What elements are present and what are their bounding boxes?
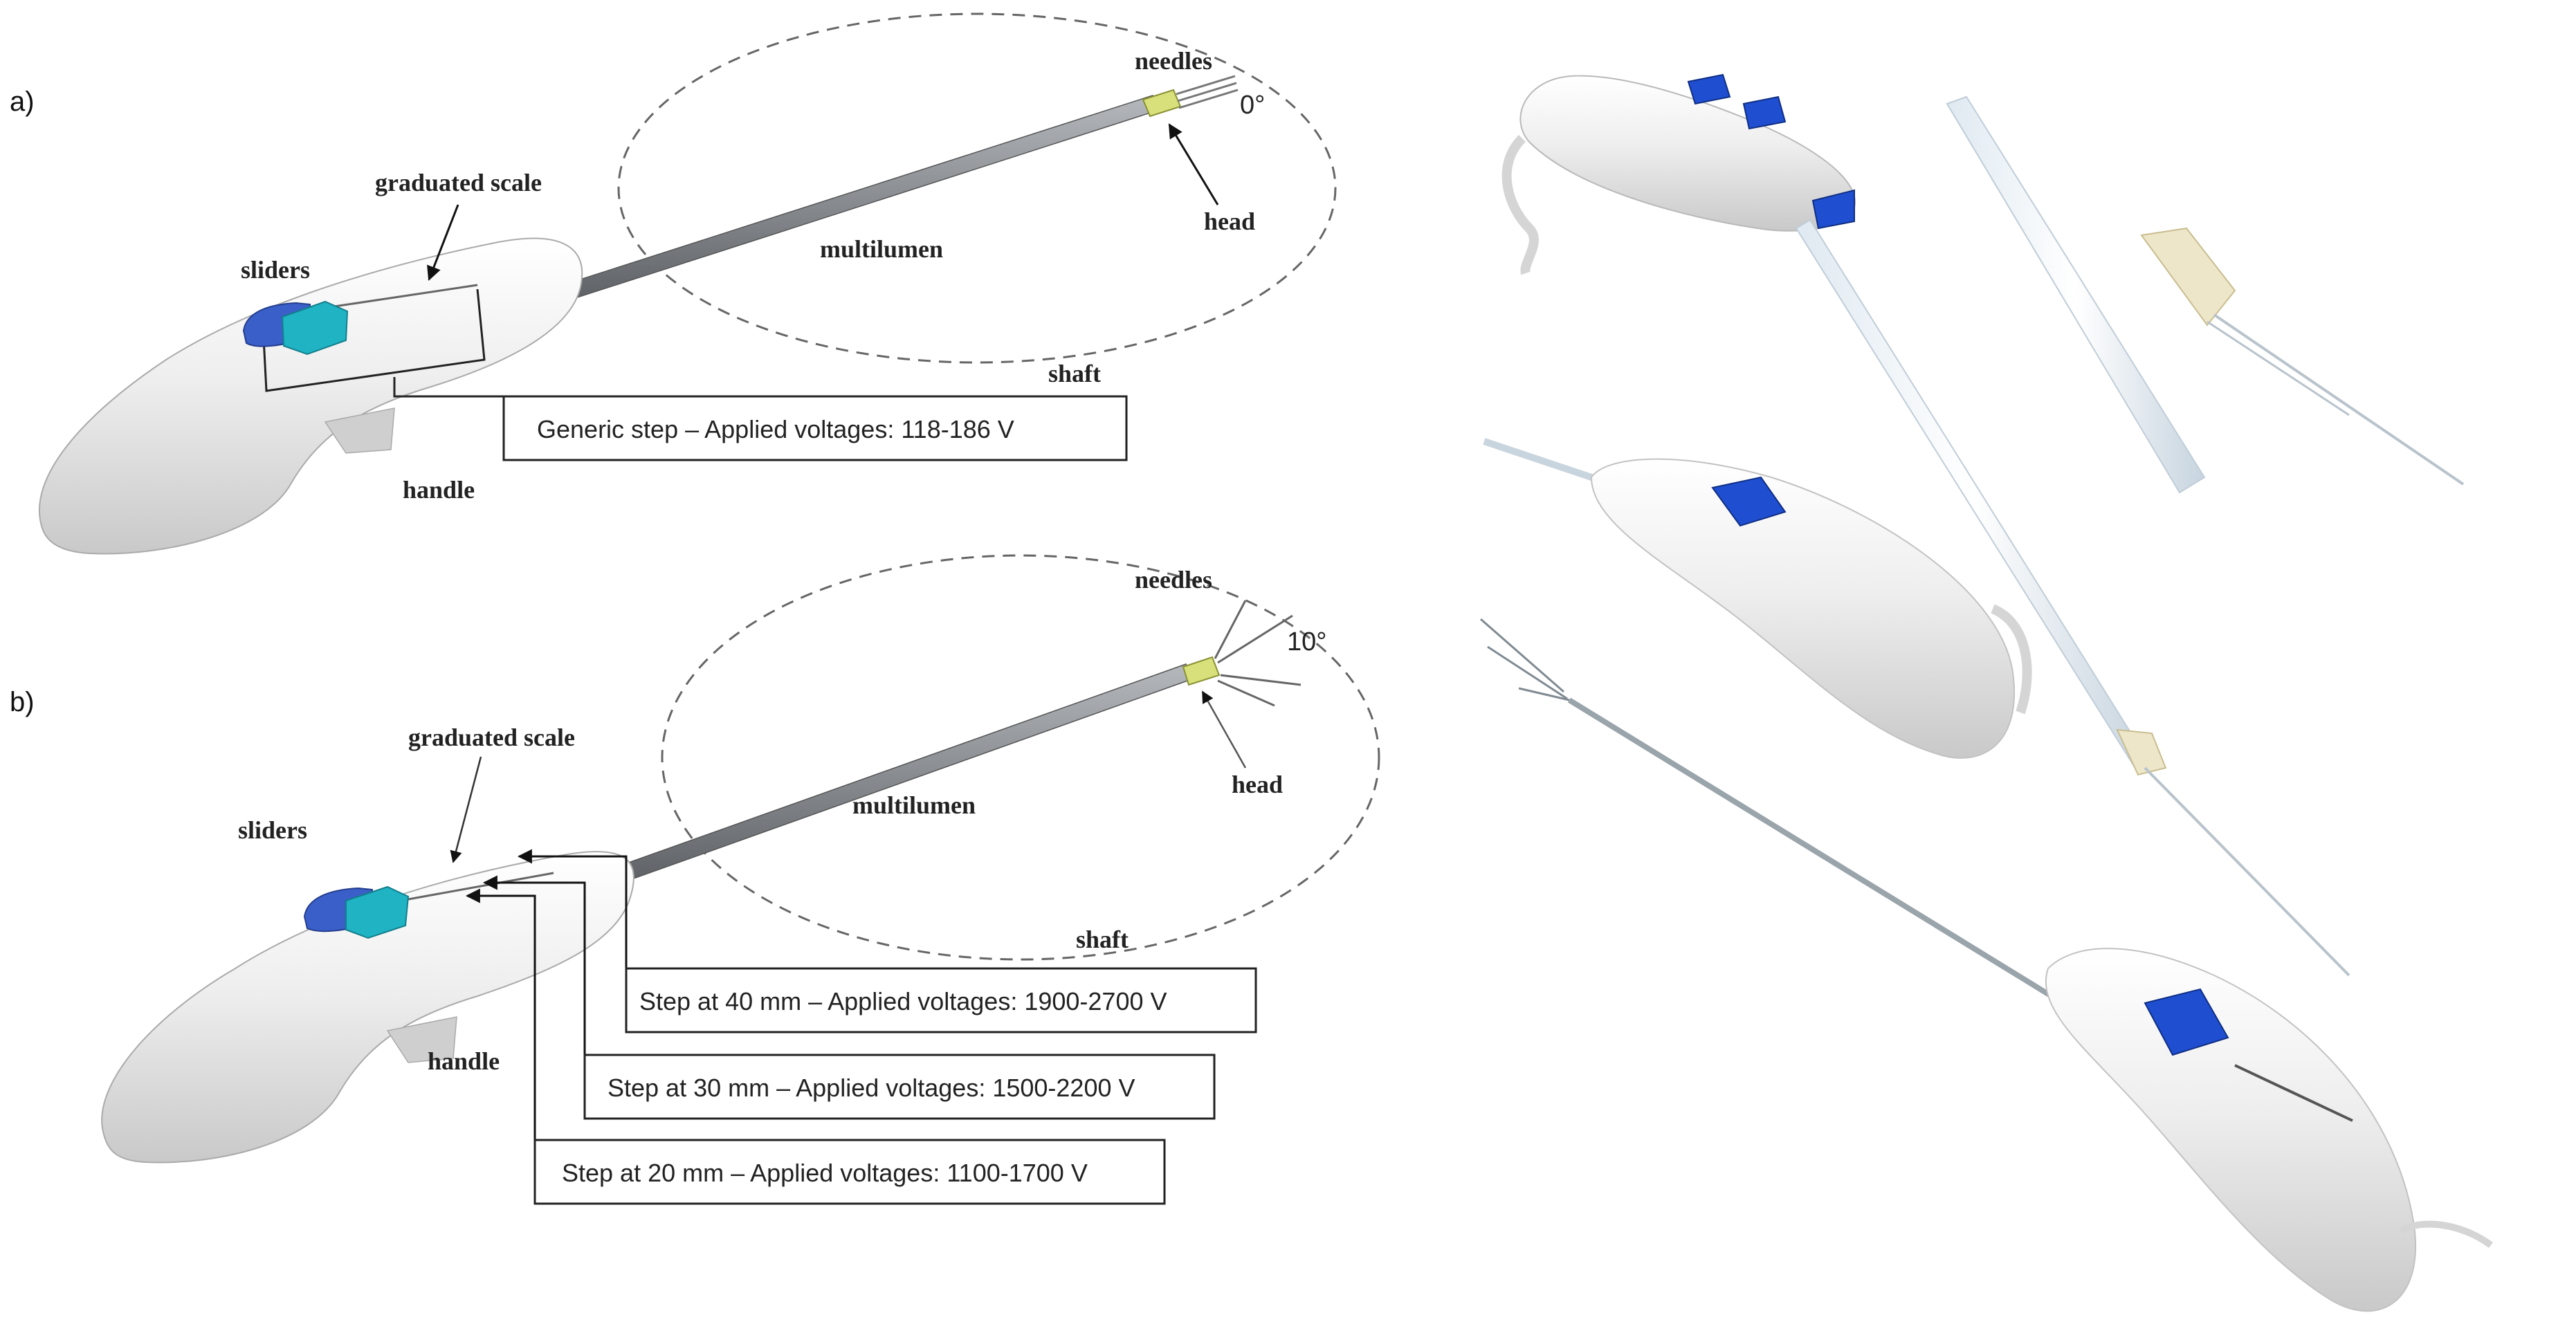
graduated-scale-slot-b bbox=[408, 872, 554, 901]
handle-label-b: handle bbox=[428, 1047, 500, 1075]
photo-slider-3 bbox=[1711, 476, 1787, 527]
slider-teal-a bbox=[281, 300, 349, 356]
step-box-30mm bbox=[583, 1054, 1216, 1120]
handle-label-a: handle bbox=[403, 476, 475, 504]
sliders-label-a: sliders bbox=[241, 256, 310, 284]
needle-b-3 bbox=[1220, 674, 1301, 686]
needle-b-2 bbox=[1217, 614, 1293, 664]
handle-b bbox=[101, 851, 634, 1164]
step-arrow-20mm bbox=[465, 888, 536, 1140]
panel-b-label: b) bbox=[10, 687, 35, 717]
panel-a-label: a) bbox=[10, 86, 35, 117]
step-box-a bbox=[502, 395, 1128, 461]
photo-needle-2a bbox=[2213, 313, 2465, 486]
handle-a bbox=[38, 237, 583, 555]
photo-slider-1a bbox=[1687, 73, 1731, 105]
head-label-b: head bbox=[1232, 771, 1283, 798]
shaft-label-b: shaft bbox=[1076, 926, 1129, 953]
photo-slider-4 bbox=[2144, 988, 2229, 1056]
panel-b: b) Step at 40 mm – Applied voltages: 190… bbox=[10, 554, 1380, 1205]
photo-cable-3 bbox=[1991, 604, 2032, 715]
head-label-a: head bbox=[1204, 208, 1255, 235]
multilumen-label-b: multilumen bbox=[852, 791, 976, 819]
graduated-scale-slot-a bbox=[325, 284, 478, 309]
graduated-scale-label-b: graduated scale bbox=[408, 724, 575, 751]
connector-a bbox=[393, 377, 504, 398]
graduated-scale-bracket-a bbox=[262, 288, 486, 392]
photo-needle-4b bbox=[1487, 645, 1568, 700]
head-arrow-a bbox=[1168, 123, 1219, 205]
photo-tube-2 bbox=[1946, 95, 2206, 494]
needle-b-1 bbox=[1214, 600, 1247, 659]
needle-a-2 bbox=[1177, 82, 1237, 102]
photo-cable-4 bbox=[2399, 1220, 2493, 1249]
photo-needle-4c bbox=[1518, 687, 1570, 701]
head-a bbox=[1142, 89, 1182, 118]
step-arrow-40mm bbox=[517, 849, 628, 968]
step-box-40mm-text: Step at 40 mm – Applied voltages: 1900-2… bbox=[639, 987, 1167, 1015]
sliders-label-b: sliders bbox=[238, 816, 307, 844]
photo-tip-1 bbox=[1811, 189, 1855, 230]
needle-a-1 bbox=[1176, 75, 1236, 95]
step-box-20mm bbox=[533, 1139, 1166, 1205]
step-box-30mm-text: Step at 30 mm – Applied voltages: 1500-2… bbox=[608, 1074, 1135, 1102]
photo-needle-4a bbox=[1480, 618, 1564, 693]
shaft-highlight-ellipse-b bbox=[661, 554, 1380, 961]
photo-shaft-4 bbox=[1567, 697, 2054, 999]
needles-label-b: needles bbox=[1135, 566, 1212, 594]
graduated-scale-label-a: graduated scale bbox=[375, 169, 542, 196]
panel-a: a) needles 0° head multilumen shaft grad… bbox=[10, 12, 1337, 555]
graduated-scale-arrow-b bbox=[450, 756, 482, 863]
photo-top-left bbox=[1501, 73, 2350, 977]
multilumen-label-a: multilumen bbox=[820, 235, 943, 263]
handle-a-grip bbox=[324, 407, 395, 454]
photo-slider-1b bbox=[1742, 95, 1787, 130]
handle-b-grip bbox=[386, 1016, 457, 1063]
head-arrow-b bbox=[1201, 690, 1247, 769]
photo-middle-left bbox=[1483, 438, 2032, 759]
step-box-a-text: Generic step – Applied voltages: 118-186… bbox=[537, 415, 1014, 443]
shaft-a bbox=[567, 95, 1158, 300]
needle-a-3 bbox=[1178, 89, 1239, 109]
photo-needle-1 bbox=[2144, 766, 2350, 977]
photo-head-2 bbox=[2140, 227, 2236, 327]
photo-cable-1 bbox=[1501, 135, 1539, 275]
photo-bottom bbox=[1480, 618, 2493, 1312]
photo-handle-3 bbox=[1590, 458, 2016, 759]
photo-scale-4 bbox=[2234, 1064, 2353, 1122]
shaft-b bbox=[621, 663, 1192, 881]
shaft-highlight-ellipse-a bbox=[617, 12, 1337, 364]
step-arrow-30mm bbox=[482, 875, 586, 1055]
needle-b-4 bbox=[1217, 679, 1275, 707]
slider-teal-b bbox=[345, 885, 410, 939]
photo-handle-4 bbox=[2045, 948, 2417, 1312]
angle-label-b: 10° bbox=[1287, 627, 1326, 656]
step-box-20mm-text: Step at 20 mm – Applied voltages: 1100-1… bbox=[562, 1159, 1088, 1187]
shaft-label-a: shaft bbox=[1048, 360, 1101, 387]
head-b bbox=[1182, 656, 1221, 686]
photo-head-1 bbox=[2116, 728, 2167, 776]
needles-label-a: needles bbox=[1135, 47, 1212, 75]
step-box-40mm bbox=[625, 967, 1257, 1033]
photo-handle-1 bbox=[1519, 75, 1856, 232]
angle-label-a: 0° bbox=[1240, 91, 1265, 120]
graduated-scale-arrow-a bbox=[427, 204, 459, 281]
photo-needle-2b bbox=[2207, 320, 2350, 416]
photo-top-right bbox=[1946, 95, 2465, 494]
